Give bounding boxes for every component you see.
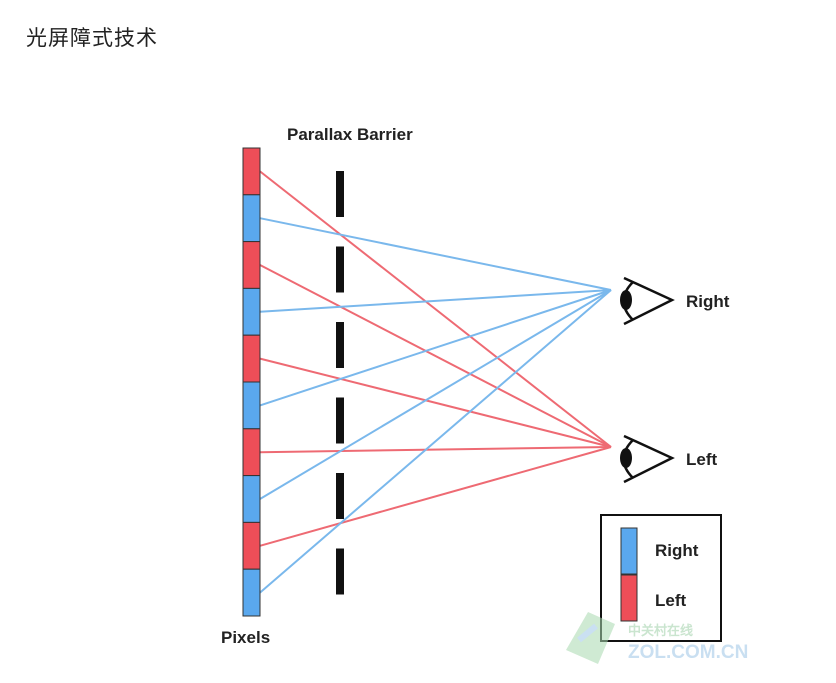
pixel-right: [242, 287, 261, 336]
right-eye-label: Right: [686, 292, 730, 311]
watermark-line1: 中关村在线: [628, 623, 693, 638]
parallax-barrier-diagram: Parallax Barrier Pixels Right Left Right…: [221, 125, 748, 664]
ray-right: [259, 289, 612, 594]
pixel-right: [242, 475, 261, 523]
ray-right: [259, 289, 612, 500]
parallax-barrier: [336, 171, 344, 595]
left-eye-icon: [620, 434, 675, 484]
zol-watermark: 中关村在线 ZOL.COM.CN: [566, 612, 748, 664]
barrier-label: Parallax Barrier: [287, 125, 413, 144]
pixel-right: [242, 381, 261, 430]
pixel-left: [242, 428, 261, 477]
ray-left: [259, 446, 612, 454]
ray-right: [259, 289, 612, 407]
pixel-right: [242, 568, 261, 617]
pixel-column: [242, 147, 261, 617]
barrier-slat: [336, 548, 344, 595]
barrier-slat: [336, 171, 344, 217]
ray-left: [259, 170, 612, 448]
ray-left: [259, 357, 612, 448]
legend: Right Left: [600, 514, 722, 642]
ray-right: [259, 289, 612, 313]
barrier-slat: [336, 397, 344, 444]
barrier-slat: [336, 473, 344, 519]
left-eye-label: Left: [686, 450, 718, 469]
ray-right: [259, 217, 612, 291]
barrier-slat: [336, 246, 344, 293]
pixels-label: Pixels: [221, 628, 270, 647]
ray-left: [259, 264, 612, 448]
pixel-right: [242, 194, 261, 243]
light-rays: [259, 170, 612, 594]
barrier-slat: [336, 322, 344, 368]
pixel-left: [242, 334, 261, 383]
page-heading: 光屏障式技术: [26, 26, 158, 50]
legend-label-left: Left: [655, 591, 687, 610]
pixel-left: [242, 147, 261, 196]
watermark-line2: ZOL.COM.CN: [628, 642, 748, 663]
right-eye-icon: [620, 276, 675, 326]
ray-left: [259, 446, 612, 547]
pixel-left: [242, 521, 261, 570]
legend-swatch-left: [620, 574, 638, 622]
pixel-left: [242, 241, 261, 289]
legend-swatch-right: [620, 527, 638, 575]
legend-label-right: Right: [655, 541, 699, 560]
